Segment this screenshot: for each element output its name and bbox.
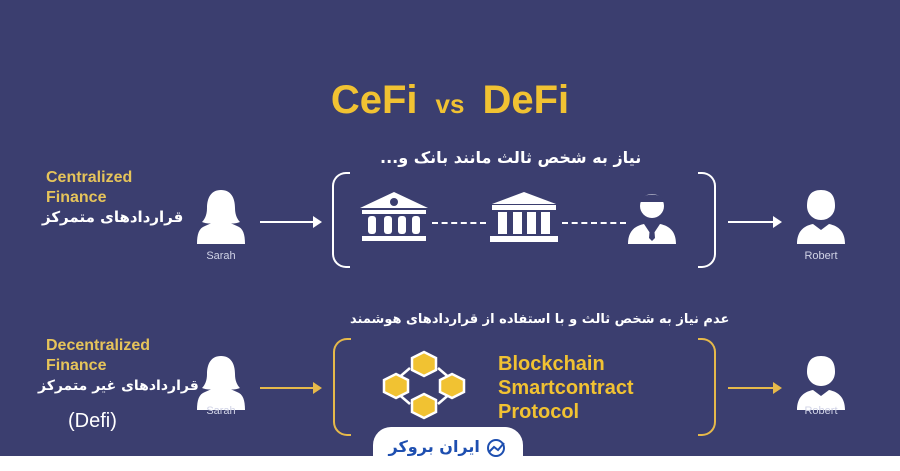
sarah-name: Sarah: [206, 405, 236, 417]
defi-label-line2: Finance: [46, 357, 107, 374]
robert-icon: [797, 356, 845, 410]
robert-name: Robert: [804, 405, 838, 417]
dashed-link: [432, 222, 486, 224]
arrow-icon: [728, 382, 782, 394]
arrow-icon: [260, 382, 322, 394]
bank-icon: [360, 192, 428, 241]
bracket-left: [332, 172, 350, 268]
trend-chart-icon: [487, 438, 506, 457]
sarah-name: Sarah: [206, 250, 236, 262]
arrow-icon: [260, 216, 322, 228]
protocol-protocol: Protocol: [498, 401, 580, 423]
sarah-icon: [197, 190, 245, 244]
brand-logo: ایران بروکر: [373, 427, 523, 471]
cefi-label-line1: Centralized: [46, 169, 133, 186]
blockchain-icon: [382, 350, 466, 420]
robert-name: Robert: [804, 250, 838, 262]
defi-caption: عدم نیاز به شخص ثالث و با استفاده از قرا…: [350, 312, 730, 327]
dashed-link: [562, 222, 626, 224]
cefi-label-fa: قراردادهای متمرکز: [42, 208, 184, 226]
brand-name: ایران بروکر: [388, 437, 480, 456]
cefi-label-line2: Finance: [46, 189, 107, 206]
title-defi: DeFi: [482, 78, 570, 122]
protocol-blockchain: Blockchain: [498, 353, 605, 375]
protocol-smartcontract: Smartcontract: [498, 377, 634, 399]
sarah-icon: [197, 356, 245, 410]
bracket-right: [698, 172, 716, 268]
title-cefi: CeFi: [330, 78, 418, 122]
bracket-right: [698, 338, 716, 436]
defi-label-line1: Decentralized: [46, 337, 151, 354]
title-vs: vs: [435, 89, 465, 119]
defi-label-fa: قراردادهای غیر متمرکز: [38, 378, 199, 394]
cefi-caption: نیاز به شخص ثالث مانند بانک و...: [380, 148, 642, 167]
bank-building-icon: [490, 192, 558, 242]
banker-icon: [628, 194, 676, 244]
bracket-left: [333, 338, 351, 436]
defi-abbr: (Defi): [68, 410, 117, 432]
arrow-icon: [728, 216, 782, 228]
robert-icon: [797, 190, 845, 244]
